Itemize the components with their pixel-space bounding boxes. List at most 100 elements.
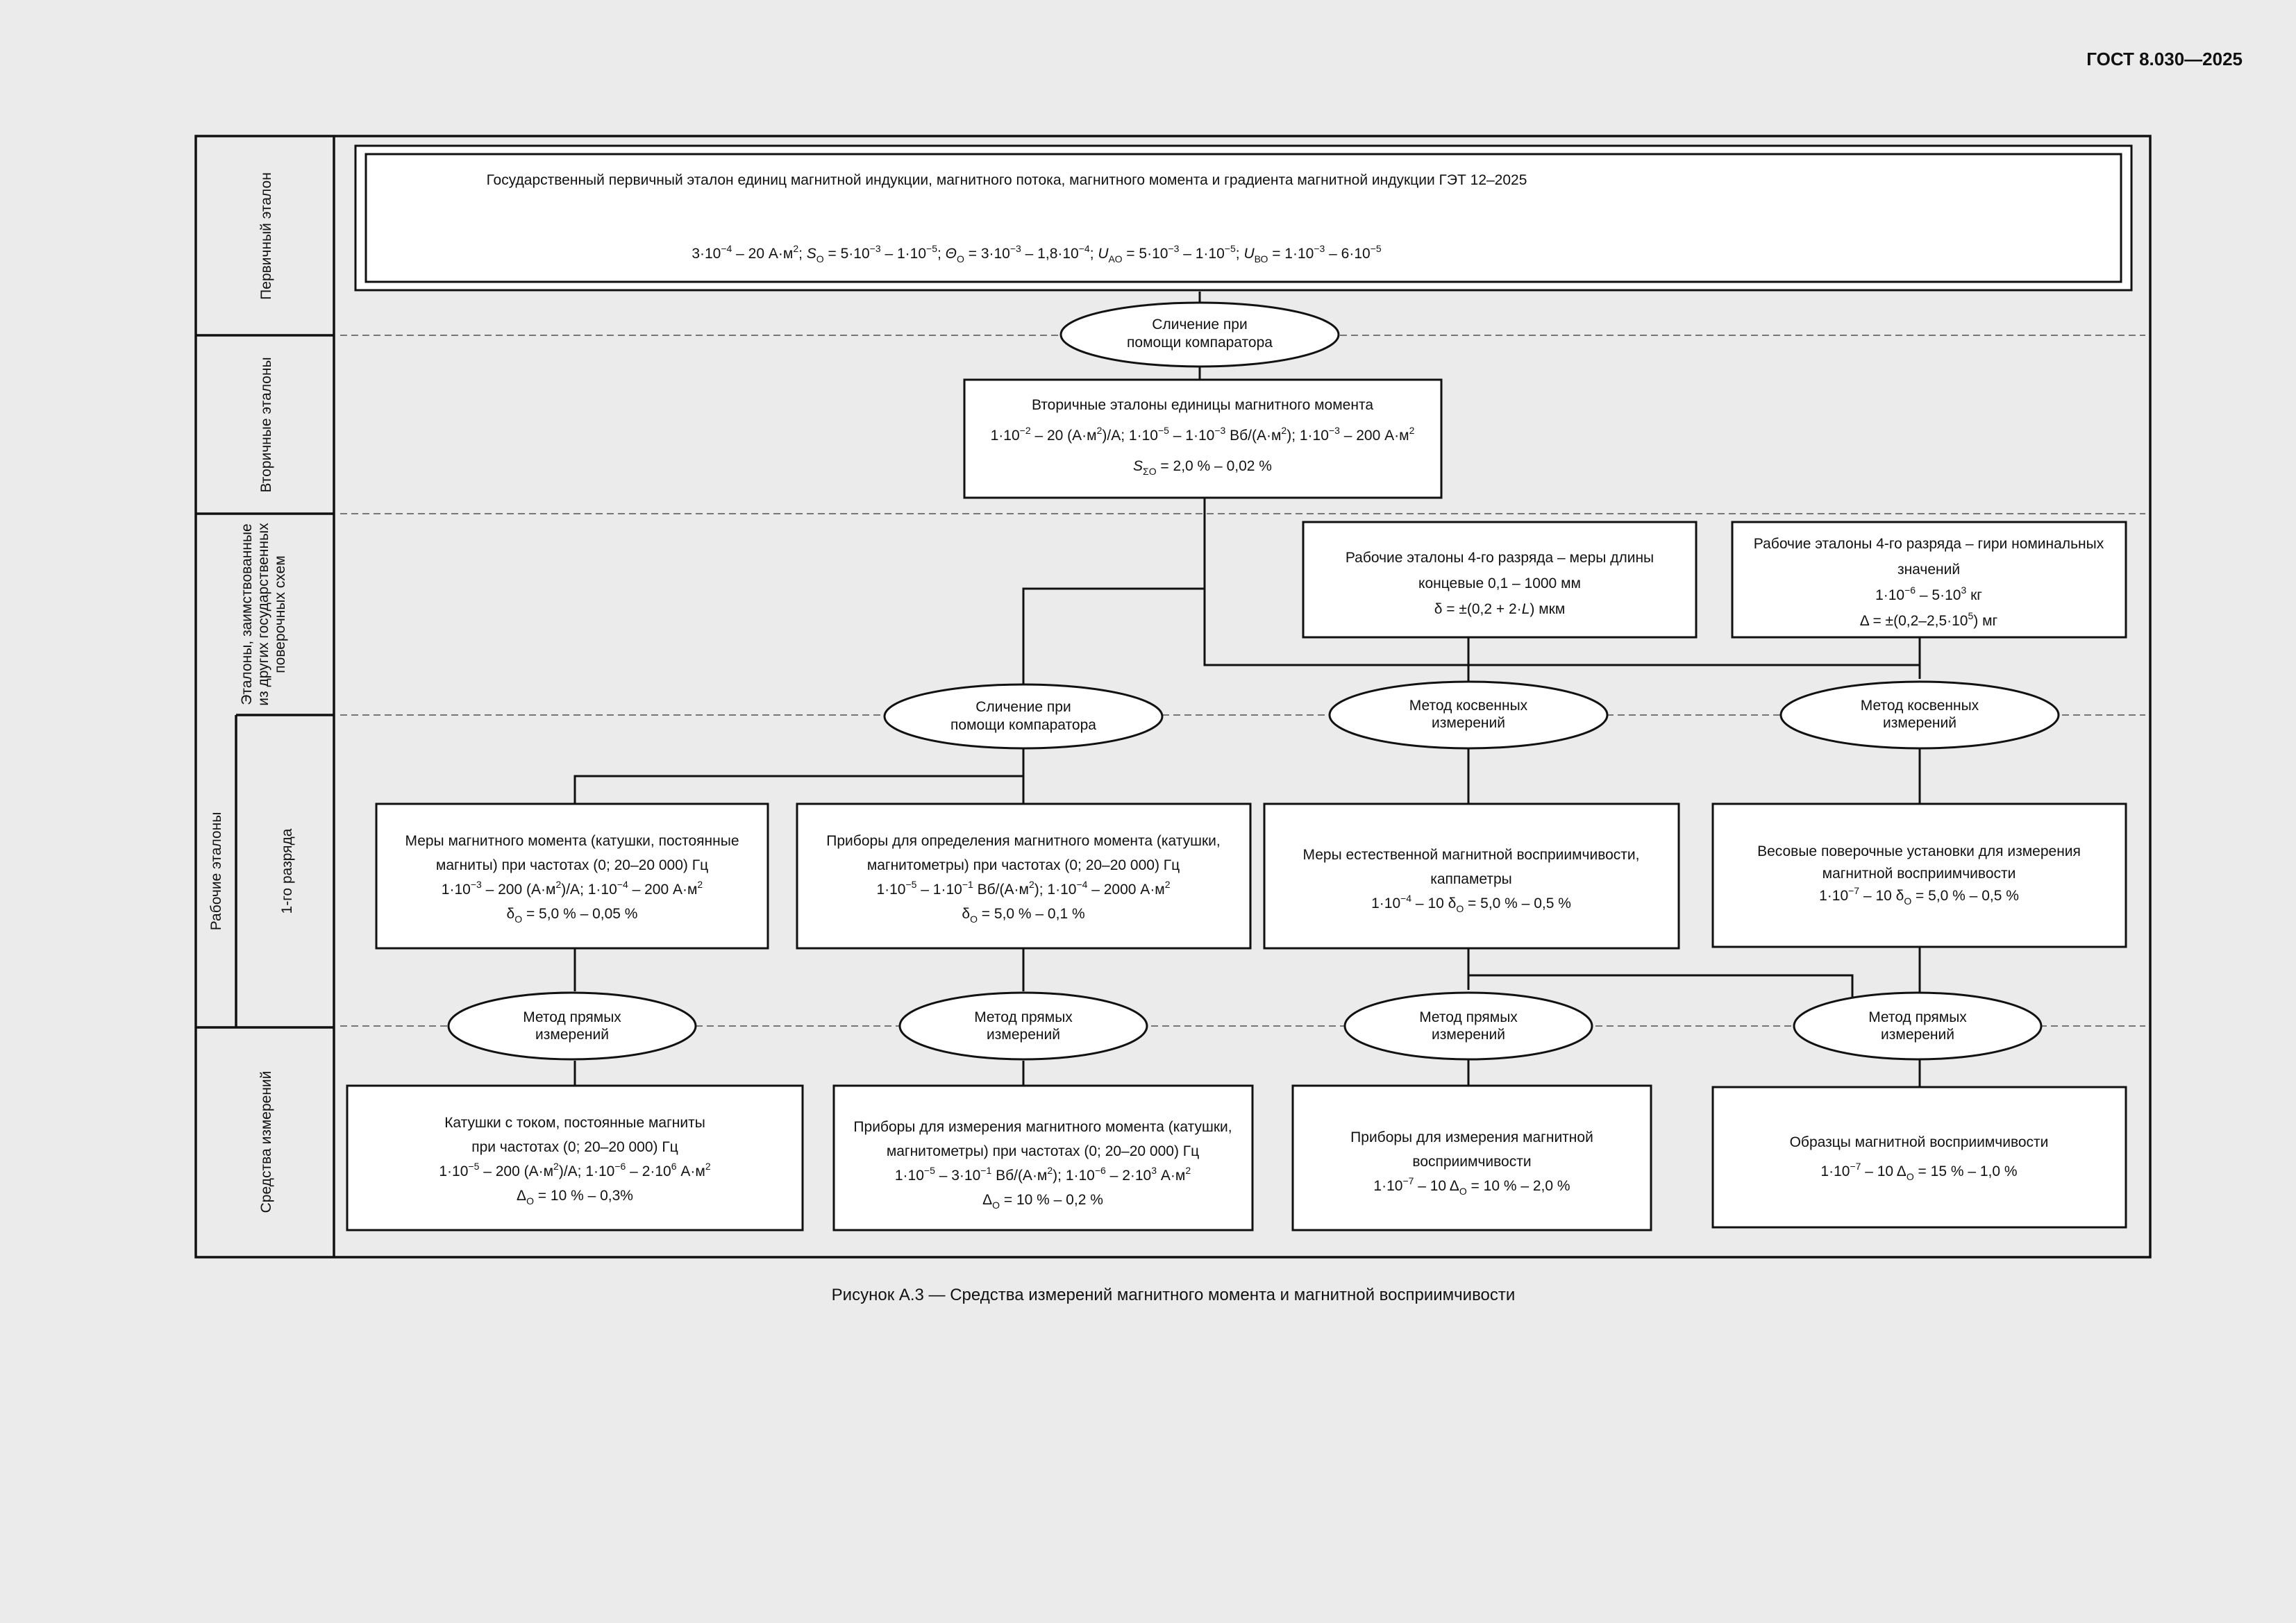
working-standard-text-3-line-2: каппаметры xyxy=(1430,871,1512,887)
working-standard-text-2-line-4: δО = 5,0 % – 0,1 % xyxy=(962,906,1084,925)
working-standard-text-3-line-1: Меры естественной магнитной восприимчиво… xyxy=(1303,847,1640,863)
borrowed-weights-text-line-2: значений xyxy=(1897,562,1960,578)
method-comparator-mid-line-2: помощи компаратора xyxy=(950,717,1096,733)
working-standard-box-4: Весовые поверочные установки для измерен… xyxy=(1711,802,2127,948)
working-standard-text-1: Меры магнитного момента (катушки, постоя… xyxy=(405,833,739,925)
method-comparator-top-line-2: помощи компаратора xyxy=(1127,335,1273,351)
secondary-standard-text-line-2: 1·10−2 – 20 (А·м2)/А; 1·10−5 – 1·10−3 Вб… xyxy=(991,425,1415,444)
working-standard-box-2: Приборы для определения магнитного момен… xyxy=(796,802,1252,950)
working-standard-text-1-line-4: δО = 5,0 % – 0,05 % xyxy=(507,906,638,925)
figure-caption: Рисунок А.3 — Средства измерений магнитн… xyxy=(831,1286,1516,1304)
instrument-box-1: Катушки с током, постоянные магниты при ч… xyxy=(346,1084,804,1231)
instrument-text-2-line-3: 1·10−5 – 3·10−1 Вб/(А·м2); 1·10−6 – 2·10… xyxy=(895,1165,1191,1184)
working-standard-text-2-line-1: Приборы для определения магнитного момен… xyxy=(826,833,1220,849)
row-labels: Первичный эталон Вторичные эталоны Этало… xyxy=(208,172,295,1213)
method-direct-1-line-2: измерений xyxy=(535,1027,609,1043)
method-direct-3-line-2: измерений xyxy=(1432,1027,1505,1043)
row-label-secondary: Вторичные эталоны xyxy=(258,357,274,492)
verification-scheme-diagram: Первичный эталон Вторичные эталоны Этало… xyxy=(194,135,2152,1259)
table-frame xyxy=(194,135,2152,1259)
working-standard-text-4-line-1: Весовые поверочные установки для измерен… xyxy=(1757,843,2081,859)
row-label-borrowed-3: поверочных схем xyxy=(272,555,288,673)
instrument-text-1: Катушки с током, постоянные магниты при ч… xyxy=(439,1115,710,1206)
borrowed-length-text-line-2: концевые 0,1 – 1000 мм xyxy=(1418,575,1581,591)
secondary-standard-text: Вторичные эталоны единицы магнитного мом… xyxy=(991,397,1415,477)
working-standard-box-1: Меры магнитного момента (катушки, постоя… xyxy=(375,802,769,950)
row-label-instruments: Средства измерений xyxy=(258,1071,274,1213)
borrowed-weights-box: Рабочие эталоны 4-го разряда – гири номи… xyxy=(1731,521,2127,639)
primary-standard-box: Государственный первичный эталон единиц … xyxy=(354,144,2133,292)
working-standard-text-4-line-2: магнитной восприимчивости xyxy=(1822,866,2016,882)
instrument-text-3: Приборы для измерения магнитной восприимч… xyxy=(1350,1129,1593,1197)
method-comparator-mid: Сличение при помощи компаратора xyxy=(883,683,1164,750)
method-direct-1: Метод прямых измерений xyxy=(447,991,697,1061)
secondary-standard-text-line-3: SΣО = 2,0 % – 0,02 % xyxy=(1133,458,1272,477)
method-comparator-top-line-1: Сличение при xyxy=(1152,317,1247,333)
borrowed-length-text-line-1: Рабочие эталоны 4-го разряда – меры длин… xyxy=(1346,550,1654,566)
instrument-text-1-line-1: Катушки с током, постоянные магниты xyxy=(444,1115,705,1131)
document-code: ГОСТ 8.030—2025 xyxy=(2086,49,2243,69)
secondary-standard-box: Вторичные эталоны единицы магнитного мом… xyxy=(963,378,1443,499)
working-standard-text-2-line-3: 1·10−5 – 1·10−1 Вб/(А·м2); 1·10−4 – 2000… xyxy=(876,879,1170,898)
primary-standard-title: Государственный первичный эталон единиц … xyxy=(487,172,1527,188)
instrument-box-4: Образцы магнитной восприимчивости 1·10−7 … xyxy=(1711,1086,2127,1229)
instrument-text-4: Образцы магнитной восприимчивости 1·10−7 … xyxy=(1790,1134,2049,1182)
instrument-text-2-line-4: ΔО = 10 % – 0,2 % xyxy=(982,1192,1103,1211)
borrowed-weights-text-line-4: Δ = ±(0,2–2,5·105) мг xyxy=(1860,610,1998,629)
borrowed-weights-text-line-3: 1·10−6 – 5·103 кг xyxy=(1875,585,1982,603)
row-label-borrowed-1: Эталоны, заимствованные xyxy=(239,523,255,705)
method-indirect-1-line-2: измерений xyxy=(1432,715,1505,731)
working-standard-text-4: Весовые поверочные установки для измерен… xyxy=(1757,843,2081,907)
row-label-primary: Первичный эталон xyxy=(258,172,274,300)
method-indirect-2-line-2: измерений xyxy=(1883,715,1956,731)
borrowed-length-text: Рабочие эталоны 4-го разряда – меры длин… xyxy=(1346,550,1654,617)
borrowed-weights-text-line-1: Рабочие эталоны 4-го разряда – гири номи… xyxy=(1754,536,2104,552)
method-indirect-2-line-1: Метод косвенных xyxy=(1861,698,1979,714)
method-direct-4: Метод прямых измерений xyxy=(1793,991,2043,1061)
instrument-text-4-line-2: 1·10−7 – 10 ΔО = 15 % – 1,0 % xyxy=(1820,1161,2017,1182)
row-label-first-rank: 1-го разряда xyxy=(279,828,295,914)
method-direct-4-line-2: измерений xyxy=(1881,1027,1954,1043)
instrument-text-3-line-3: 1·10−7 – 10 ΔО = 10 % – 2,0 % xyxy=(1373,1175,1570,1197)
method-indirect-1: Метод косвенных измерений xyxy=(1328,680,1609,750)
method-direct-4-line-1: Метод прямых xyxy=(1868,1009,1967,1025)
instrument-text-3-line-1: Приборы для измерения магнитной xyxy=(1350,1129,1593,1145)
method-direct-1-line-1: Метод прямых xyxy=(523,1009,621,1025)
row-label-working: Рабочие эталоны xyxy=(208,812,224,931)
row-label-borrowed-2: из других государственных xyxy=(255,523,271,706)
working-standard-box-3: Меры естественной магнитной восприимчиво… xyxy=(1263,802,1680,950)
working-standard-text-2-line-2: магнитометры) при частотах (0; 20–20 000… xyxy=(867,857,1180,873)
instrument-box-3: Приборы для измерения магнитной восприимч… xyxy=(1291,1084,1652,1231)
working-standard-text-2: Приборы для определения магнитного момен… xyxy=(826,833,1220,925)
method-indirect-1-line-1: Метод косвенных xyxy=(1409,698,1528,714)
method-comparator-top: Сличение при помощи компаратора xyxy=(1059,301,1340,368)
instrument-text-1-line-2: при частотах (0; 20–20 000) Гц xyxy=(471,1139,678,1155)
working-standard-text-3-line-3: 1·10−4 – 10 δО = 5,0 % – 0,5 % xyxy=(1371,893,1571,914)
instrument-text-1-line-4: ΔО = 10 % – 0,3% xyxy=(517,1188,633,1206)
working-standard-text-4-line-3: 1·10−7 – 10 δО = 5,0 % – 0,5 % xyxy=(1819,885,2019,907)
borrowed-length-box: Рабочие эталоны 4-го разряда – меры длин… xyxy=(1302,521,1698,639)
working-standard-text-3: Меры естественной магнитной восприимчиво… xyxy=(1303,847,1640,914)
working-standard-text-1-line-3: 1·10−3 – 200 (А·м2)/А; 1·10−4 – 200 А·м2 xyxy=(442,879,703,898)
instrument-text-2-line-1: Приборы для измерения магнитного момента… xyxy=(853,1119,1232,1135)
secondary-standard-text-line-1: Вторичные эталоны единицы магнитного мом… xyxy=(1032,397,1373,413)
method-direct-2-line-1: Метод прямых xyxy=(974,1009,1073,1025)
instrument-text-4-line-1: Образцы магнитной восприимчивости xyxy=(1790,1134,2049,1150)
method-direct-2: Метод прямых измерений xyxy=(898,991,1148,1061)
borrowed-length-text-line-3: δ = ±(0,2 + 2·L) мкм xyxy=(1434,601,1566,617)
method-direct-3-line-1: Метод прямых xyxy=(1419,1009,1518,1025)
instrument-text-2-line-2: магнитометры) при частотах (0; 20–20 000… xyxy=(887,1143,1199,1159)
borrowed-weights-text: Рабочие эталоны 4-го разряда – гири номи… xyxy=(1754,536,2104,629)
method-direct-2-line-2: измерений xyxy=(987,1027,1060,1043)
instrument-box-2: Приборы для измерения магнитного момента… xyxy=(832,1084,1254,1231)
method-direct-3: Метод прямых измерений xyxy=(1343,991,1593,1061)
instrument-text-2: Приборы для измерения магнитного момента… xyxy=(853,1119,1232,1211)
working-standard-text-1-line-2: магниты) при частотах (0; 20–20 000) Гц xyxy=(436,857,708,873)
method-indirect-2: Метод косвенных измерений xyxy=(1779,680,2060,750)
method-comparator-mid-line-1: Сличение при xyxy=(975,699,1071,715)
instrument-text-3-line-2: восприимчивости xyxy=(1412,1154,1531,1170)
primary-standard-params: 3·10−4 – 20 А·м2; SО = 5·10−3 – 1·10−5; … xyxy=(692,243,1382,264)
instrument-text-1-line-3: 1·10−5 – 200 (А·м2)/А; 1·10−6 – 2·106 А·… xyxy=(439,1161,710,1179)
working-standard-text-1-line-1: Меры магнитного момента (катушки, постоя… xyxy=(405,833,739,849)
connectors xyxy=(573,292,1921,1087)
